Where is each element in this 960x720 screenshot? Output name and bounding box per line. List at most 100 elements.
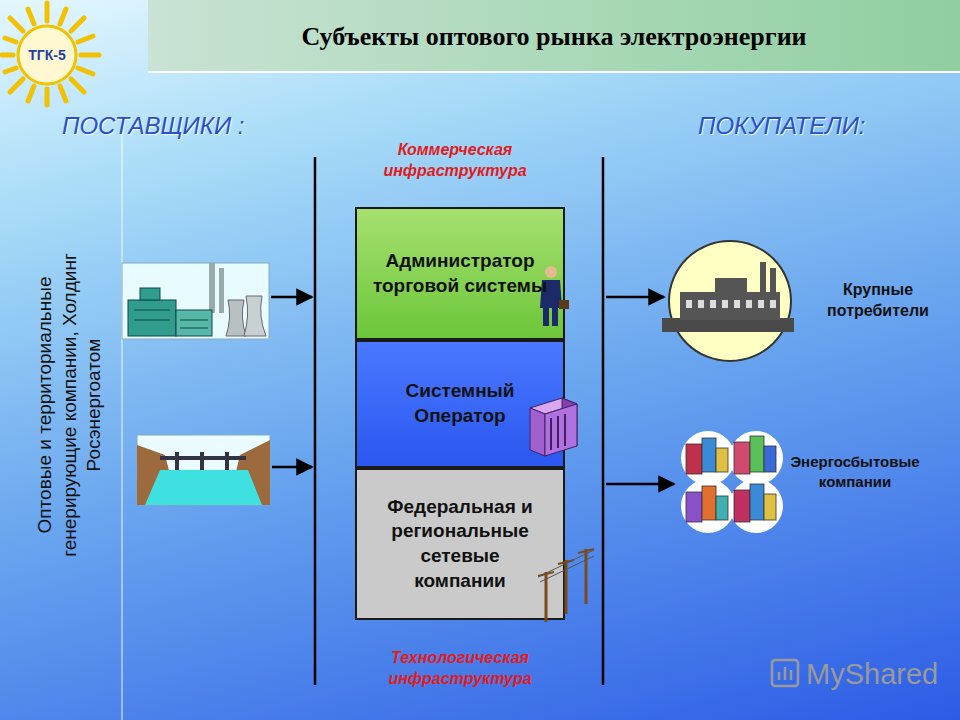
houses-icon <box>716 496 728 520</box>
server-icon <box>564 414 566 446</box>
server-icon <box>530 398 577 456</box>
power-plant <box>176 310 212 336</box>
power-plant <box>140 288 160 300</box>
factory-icon <box>715 278 747 294</box>
watermark-icon <box>772 660 798 686</box>
power-pole-icon <box>538 549 594 622</box>
power-plant <box>226 300 246 336</box>
infrastructure-label: Технологическая инфраструктура <box>345 648 575 690</box>
factory-icon <box>686 300 776 308</box>
power-pole-icon <box>540 556 594 582</box>
factory-icon <box>680 292 780 320</box>
header-band <box>148 0 960 72</box>
logo <box>28 9 34 24</box>
header-band <box>148 0 960 72</box>
logo <box>71 18 84 31</box>
flow-arrow <box>606 483 674 486</box>
power-plant <box>134 310 208 328</box>
houses-icon <box>702 486 716 520</box>
houses-icon <box>729 479 783 533</box>
logo <box>45 3 50 21</box>
logo <box>45 89 50 105</box>
infrastructure-label: Технологическая инфраструктура <box>345 648 575 690</box>
divider-line <box>314 157 317 685</box>
section-heading: ПОКУПАТЕЛИ: <box>698 110 918 141</box>
houses-icon <box>716 448 728 472</box>
logo <box>60 9 66 24</box>
infrastructure-label: Коммерческая инфраструктура <box>355 140 555 182</box>
manager-icon <box>543 306 549 326</box>
houses-icon <box>764 494 776 520</box>
power-plant <box>134 310 170 311</box>
power-plant <box>128 300 176 336</box>
houses-icon <box>729 431 783 485</box>
watermark: MyShared <box>806 656 946 694</box>
consumer-label: Энергосбытовые компании <box>785 452 925 491</box>
section-heading: ПОСТАВЩИКИ : <box>62 110 292 141</box>
factory-icon <box>686 300 692 308</box>
infrastructure-label: Коммерческая инфраструктура <box>355 140 555 182</box>
process-box: Федеральная и региональные сетевые компа… <box>355 468 565 620</box>
box-label: Системный Оператор <box>373 379 548 428</box>
hydro-plant <box>175 452 229 470</box>
houses-icon <box>686 444 702 474</box>
factory-icon <box>770 300 776 308</box>
manager-icon <box>559 300 569 309</box>
houses-icon <box>681 479 735 533</box>
server-icon <box>530 408 545 456</box>
hydro-plant <box>175 452 179 470</box>
houses-icon <box>764 446 776 472</box>
watermark-icon <box>778 672 781 680</box>
logo <box>60 86 66 101</box>
supplier-label: Оптовые и территориальные генерирующие к… <box>30 235 110 575</box>
consumer-label: Энергосбытовые компании <box>785 452 925 491</box>
divider-line <box>602 157 605 685</box>
hydro-plant <box>137 435 270 505</box>
header-band <box>148 71 960 73</box>
server-icon <box>551 414 565 450</box>
slide-title: Субъекты оптового рынка электроэнергии <box>148 22 960 52</box>
houses-icon <box>686 436 776 522</box>
power-plant <box>122 263 269 339</box>
houses-icon <box>686 492 702 522</box>
section-heading: ПОКУПАТЕЛИ: <box>698 110 918 141</box>
factory-icon <box>662 262 794 332</box>
logo <box>5 68 16 72</box>
flow-arrow <box>271 296 312 299</box>
power-plant <box>209 263 215 313</box>
logo <box>28 86 34 101</box>
factory-icon <box>662 318 794 332</box>
watermark-icon <box>784 667 787 680</box>
factory-icon <box>758 300 764 308</box>
factory-icon <box>760 262 766 294</box>
section-heading: ПОСТАВЩИКИ : <box>62 110 292 141</box>
box-label: Администратор торговой системы <box>373 249 548 298</box>
watermark: MyShared <box>806 656 946 694</box>
power-plant <box>122 263 269 339</box>
factory-icon <box>722 300 728 308</box>
power-plant <box>180 328 208 329</box>
manager-icon <box>552 306 558 326</box>
watermark-icon <box>772 660 798 686</box>
houses-icon <box>750 436 764 472</box>
power-plant <box>180 320 208 321</box>
power-plant <box>134 320 170 321</box>
hydro-plant <box>200 452 204 470</box>
server-icon <box>550 418 552 450</box>
logo <box>2 3 99 105</box>
manager-icon <box>540 280 562 308</box>
logo <box>2 53 13 58</box>
power-pole-icon <box>538 550 594 577</box>
box-label: Федеральная и региональные сетевые компа… <box>373 495 548 594</box>
logo <box>78 36 93 42</box>
server-icon <box>545 404 577 456</box>
server-icon <box>557 416 559 448</box>
watermark-icon <box>790 670 793 680</box>
flow-arrow <box>271 297 674 484</box>
flow-arrow <box>272 466 312 469</box>
logo <box>71 79 84 92</box>
factory-icon <box>770 268 776 294</box>
